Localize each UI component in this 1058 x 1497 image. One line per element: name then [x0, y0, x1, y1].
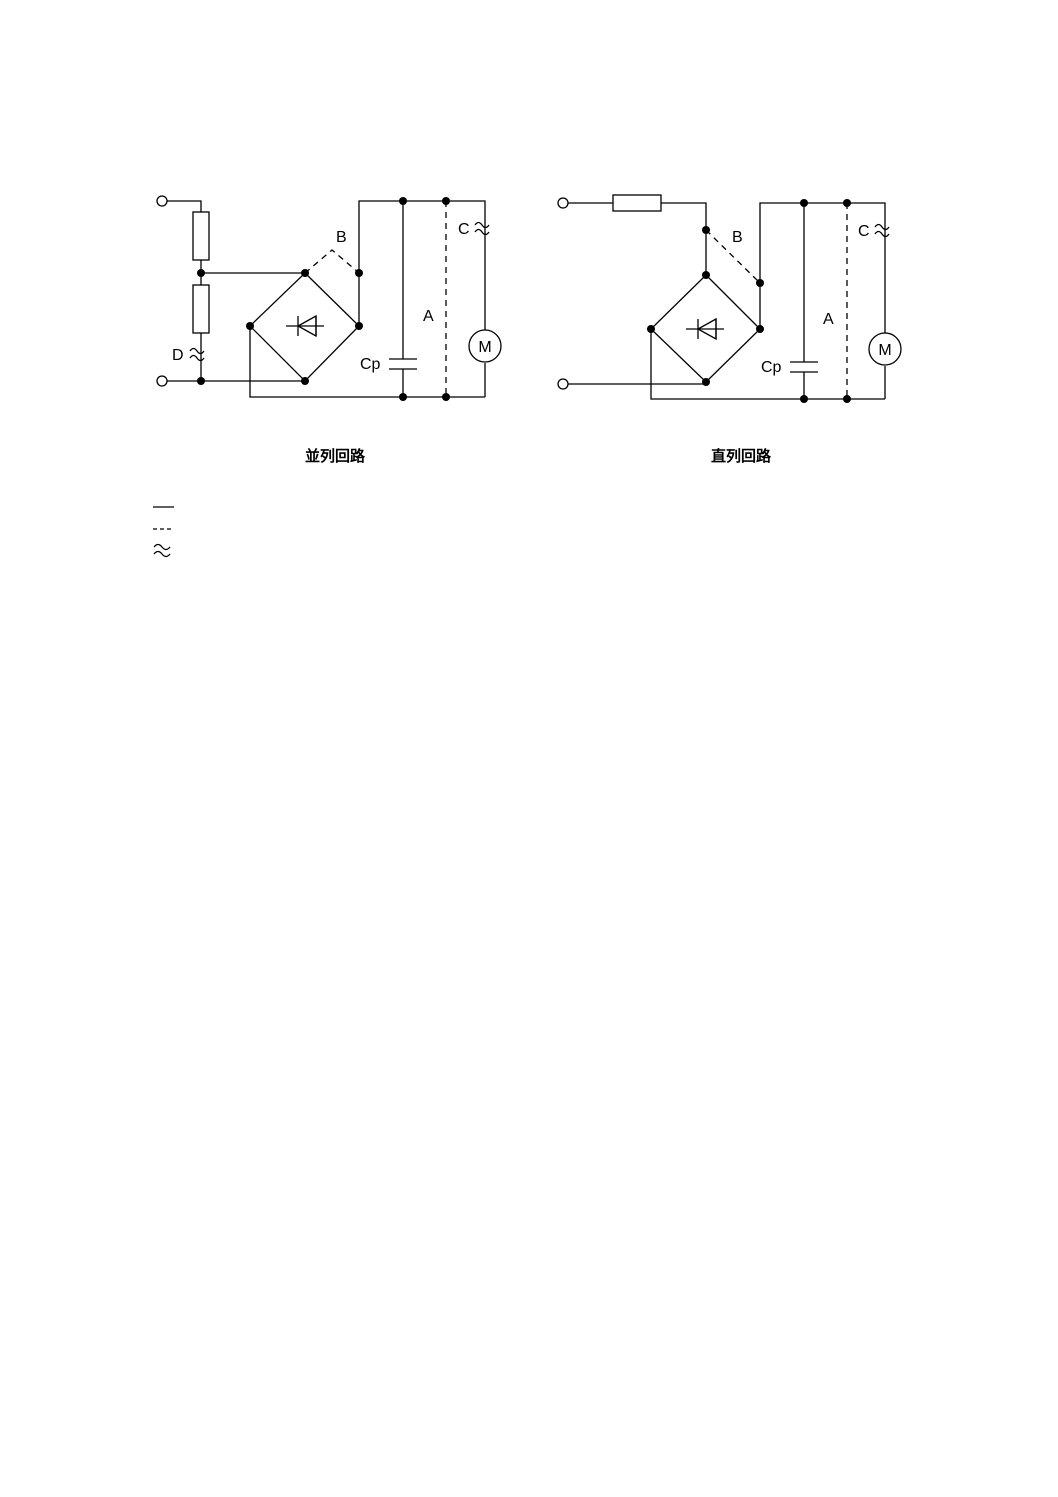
- approx-wave-icon: [189, 347, 205, 362]
- diode-icon: [686, 317, 724, 341]
- parallel-circuit: D B Cp A C M: [156, 195, 502, 465]
- motor: [468, 329, 502, 363]
- label-a: A: [823, 311, 834, 328]
- bridge-rectifier: [249, 272, 360, 382]
- legend-approx-wave-icon: [153, 543, 171, 558]
- capacitor-cp: [389, 358, 417, 370]
- legend: [153, 506, 174, 558]
- approx-wave-icon: [474, 221, 490, 236]
- label-cp: Cp: [360, 356, 381, 373]
- label-a: A: [423, 308, 434, 325]
- series-circuit: B Cp A C M 直列回路: [557, 194, 902, 465]
- motor-label: M: [878, 342, 891, 359]
- motor-label: M: [478, 339, 491, 356]
- label-b: B: [336, 229, 347, 246]
- input-terminal-top: [156, 195, 168, 207]
- caption-parallel: 並列回路: [305, 447, 366, 465]
- capacitor-cp: [790, 361, 818, 373]
- resistor-upper: [192, 211, 210, 261]
- input-terminal-bottom: [557, 378, 569, 390]
- input-terminal-top: [557, 197, 569, 209]
- label-c: C: [858, 223, 870, 240]
- caption-series: 直列回路: [711, 447, 772, 465]
- label-b: B: [732, 229, 743, 246]
- resistor-series: [612, 194, 662, 212]
- label-c: C: [458, 221, 470, 238]
- input-terminal-bottom: [156, 375, 168, 387]
- diode-icon: [286, 314, 324, 338]
- junction-dots: [647, 199, 851, 403]
- resistor-lower: [192, 284, 210, 334]
- input-wiring: [167, 200, 305, 382]
- label-d: D: [172, 347, 184, 364]
- motor: [868, 332, 902, 366]
- circuit-diagrams: D B Cp A C M: [153, 194, 902, 558]
- jumper-b: [705, 229, 761, 284]
- jumper-b: [304, 249, 360, 274]
- junction-dots: [197, 197, 450, 401]
- label-cp: Cp: [761, 359, 782, 376]
- approx-wave-icon: [874, 223, 890, 238]
